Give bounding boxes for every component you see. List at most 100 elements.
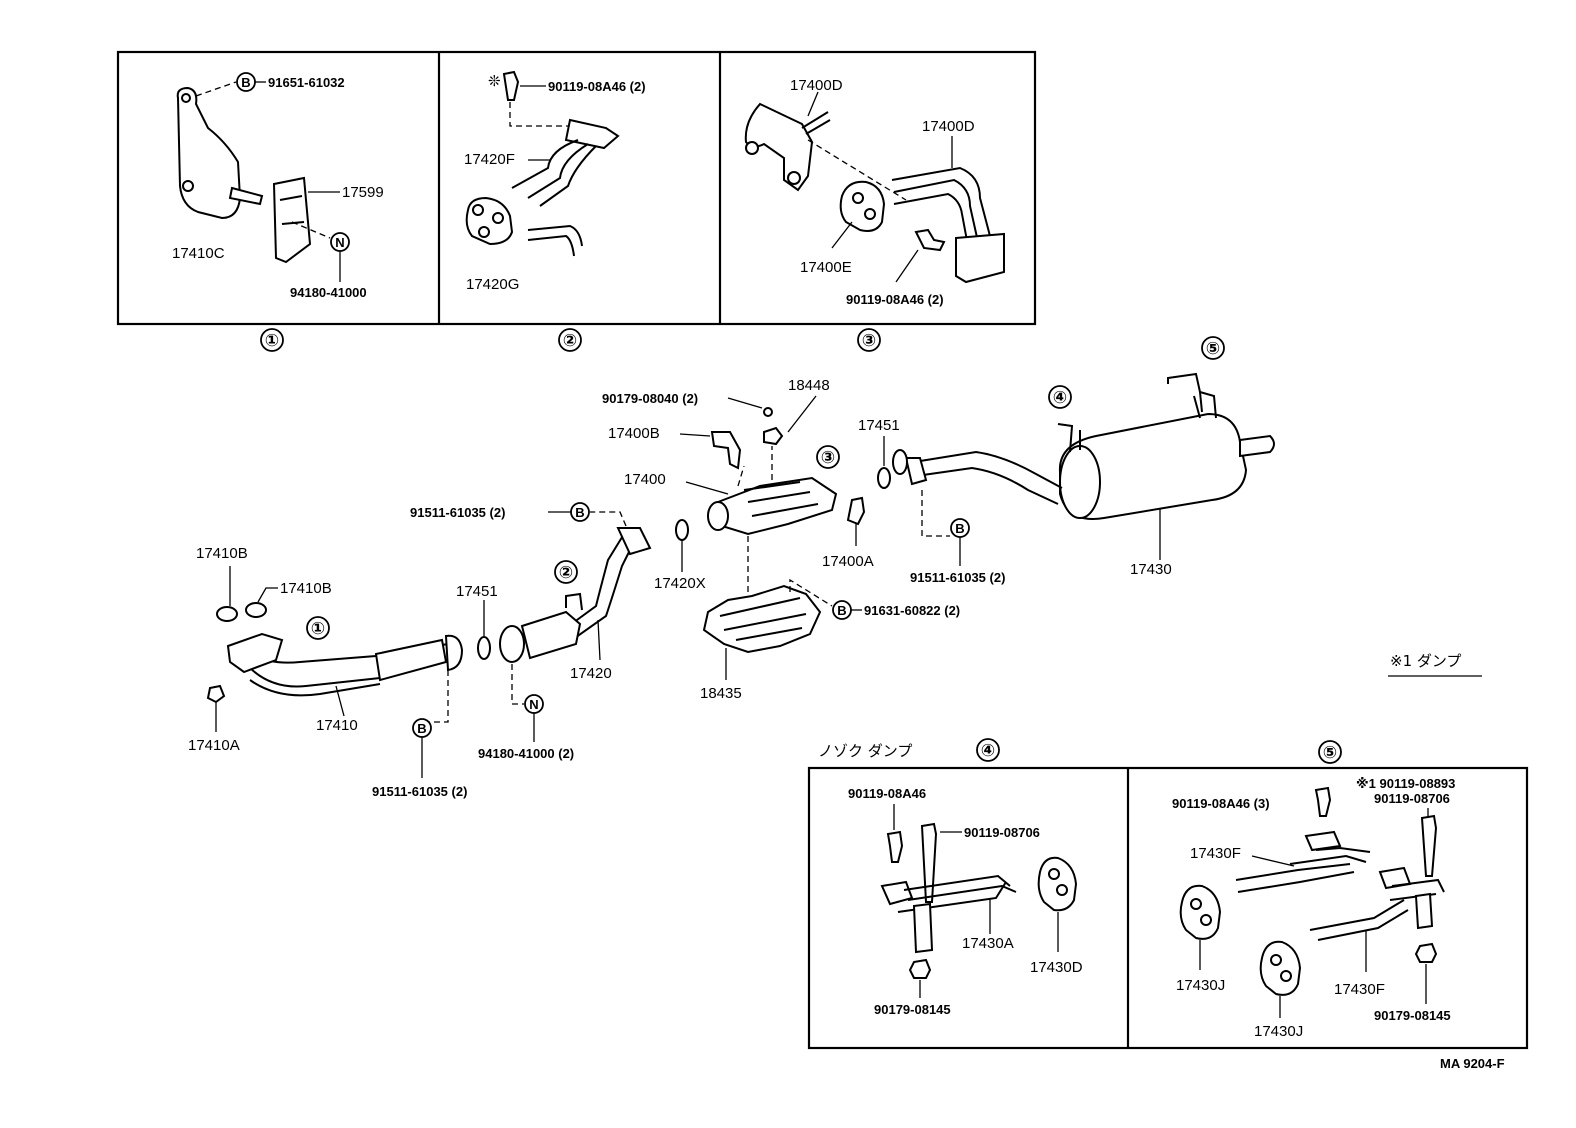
inset4-cushion-shape: [1037, 856, 1078, 912]
converter-ribs: [743, 481, 819, 517]
inset3-bracket-b-label: 17400D: [922, 118, 975, 135]
inset4-bolt-a: [886, 830, 904, 863]
inset2-pipe-stub: [527, 224, 583, 257]
inset1-nut-part: 94180-41000: [290, 285, 367, 300]
front-pipe-17420: [565, 533, 637, 641]
insulator-18448-label: 18448: [788, 377, 830, 394]
inset4-cushion-label: 17430D: [1030, 959, 1083, 976]
note-damper: ※1 ダンプ: [1390, 652, 1461, 670]
inset-frames-bottom: [807, 766, 1529, 1050]
hanger-hole-top: [181, 93, 191, 103]
inset2-bracket-plate: [564, 118, 620, 150]
nut-bottom-code: N: [529, 697, 538, 712]
gasket-17410B-b-label: 17410B: [280, 580, 332, 597]
section-5-main-label: ⑤: [1206, 339, 1220, 358]
section-3-main-label: ③: [821, 448, 835, 467]
bolt-left-label: 91511-61035 (2): [410, 505, 505, 520]
insulator-18435-shape: [702, 584, 822, 654]
inset3-cushion-lead: [831, 221, 853, 249]
inset2-bolt-mark: ❊: [488, 73, 501, 90]
bracket-17599-shape: [272, 176, 312, 264]
gasket-17451-right-label: 17451: [858, 417, 900, 434]
section-3-label: ③: [862, 331, 876, 350]
section-2-main-marker: [554, 560, 578, 584]
inset3-bracket-a-label: 17400D: [790, 77, 843, 94]
converter-lead: [685, 481, 729, 495]
gasket-17451-left: [477, 636, 491, 660]
gasket-17410B-a: [216, 606, 238, 622]
gasket-17451-left-label: 17451: [456, 583, 498, 600]
nut-90179-08040-label: 90179-08040 (2): [602, 391, 698, 406]
inset5-cushion-b-shape: [1259, 940, 1302, 996]
nut-17410A-label: 17410A: [188, 737, 240, 754]
inset5-bolt-b-label: 90119-08706: [1374, 791, 1450, 806]
inset4-bolt-b: [920, 822, 938, 903]
inset-3: 17400D 17400E 17400D 90119-08A46 (2): [744, 77, 1005, 307]
front-pipe-lead: [597, 619, 601, 661]
inset2-cushion-hole-c: [478, 226, 490, 238]
gasket-17420X: [675, 519, 689, 541]
inset3-bracket-a-arm: [801, 111, 831, 135]
inset-frame-bottom: [807, 766, 1529, 1050]
inset5-bolt-a-label: 90119-08A46 (3): [1172, 796, 1270, 811]
inset-2: ❊ 90119-08A46 (2) 17420F 17420G: [464, 70, 646, 293]
inset1-nut-code: N: [335, 235, 344, 250]
converter-inlet-flange: [707, 501, 729, 531]
inset3-bolt-part: 90119-08A46 (2): [846, 292, 944, 307]
section-1-main-label: ①: [311, 619, 325, 638]
bolt-left-code: B: [575, 505, 584, 520]
inset3-cushion-hole-b: [864, 208, 876, 220]
inset5-bracket-top-label: 17430F: [1190, 845, 1241, 862]
inset-4: 90119-08A46 90119-08706 17430A 17430D 90…: [848, 786, 1083, 1017]
bolt-right-code: B: [955, 521, 964, 536]
muffler-end-cap: [1059, 445, 1101, 519]
inset5-bracket-top-plate: [1304, 830, 1342, 852]
inset3-bracket-b-plate: [955, 232, 1005, 284]
bolt-bottom-code: B: [417, 721, 426, 736]
converter-17400-shape: [716, 476, 838, 536]
inset5-cushion-a-hole-b: [1200, 914, 1212, 926]
gasket-17410B-a-label: 17410B: [196, 545, 248, 562]
nut-bottom-dash: [511, 664, 524, 705]
section-1-marker: [260, 328, 284, 352]
inset3-bolt: [914, 228, 946, 252]
bracket-17400A-shape: [846, 496, 866, 526]
bolt-right-label: 91511-61035 (2): [910, 570, 1005, 585]
section-4-marker: [976, 738, 1000, 762]
inset5-note-bolt-label: ※1 90119-08893: [1356, 776, 1455, 791]
exhaust-pipe-lead: [335, 685, 345, 717]
inset3-cushion-shape: [839, 180, 886, 232]
inset2-bracket-label: 17420F: [464, 151, 515, 168]
bracket-17400B-label: 17400B: [608, 425, 660, 442]
inset1-dash-nut: [291, 221, 331, 239]
section-4-main-label: ④: [1053, 388, 1067, 407]
tail-pipe-flange: [904, 457, 928, 486]
bolt-insulator-code: B: [837, 603, 846, 618]
inset1-hanger-label: 17410C: [172, 245, 225, 262]
inset2-dash: [509, 102, 576, 127]
hanger-hole-bottom: [182, 180, 194, 192]
section-4-label: ④: [981, 741, 995, 760]
bolt-bottom-dash: [424, 670, 449, 723]
inset4-bracket-stem: [912, 902, 934, 954]
inset2-cushion-label: 17420G: [466, 276, 519, 293]
section-1-main-marker: [306, 616, 330, 640]
section-4-main-marker: [1048, 385, 1072, 409]
insulator-18435-label: 18435: [700, 685, 742, 702]
inset5-nut: [1414, 942, 1438, 963]
bolt-insulator-label: 91631-60822 (2): [864, 603, 960, 618]
section-5-marker: [1318, 740, 1342, 764]
section-5-label: ⑤: [1323, 743, 1337, 762]
front-pipe-hanger: [565, 592, 583, 611]
nut-90179-08040: [763, 407, 773, 417]
inset5-nut-label: 90179-08145: [1374, 1008, 1451, 1023]
inset3-bracket-b-rods: [891, 166, 991, 247]
inset1-bolt-part: 91651-61032: [268, 75, 345, 90]
front-pipe-sub-muffler: [520, 610, 582, 660]
inset5-cushion-a-hole-a: [1190, 898, 1202, 910]
inset5-bracket-bottom-label: 17430F: [1334, 981, 1385, 998]
bracket-17400B-lead: [679, 433, 711, 437]
tail-pipe: [913, 450, 1063, 505]
